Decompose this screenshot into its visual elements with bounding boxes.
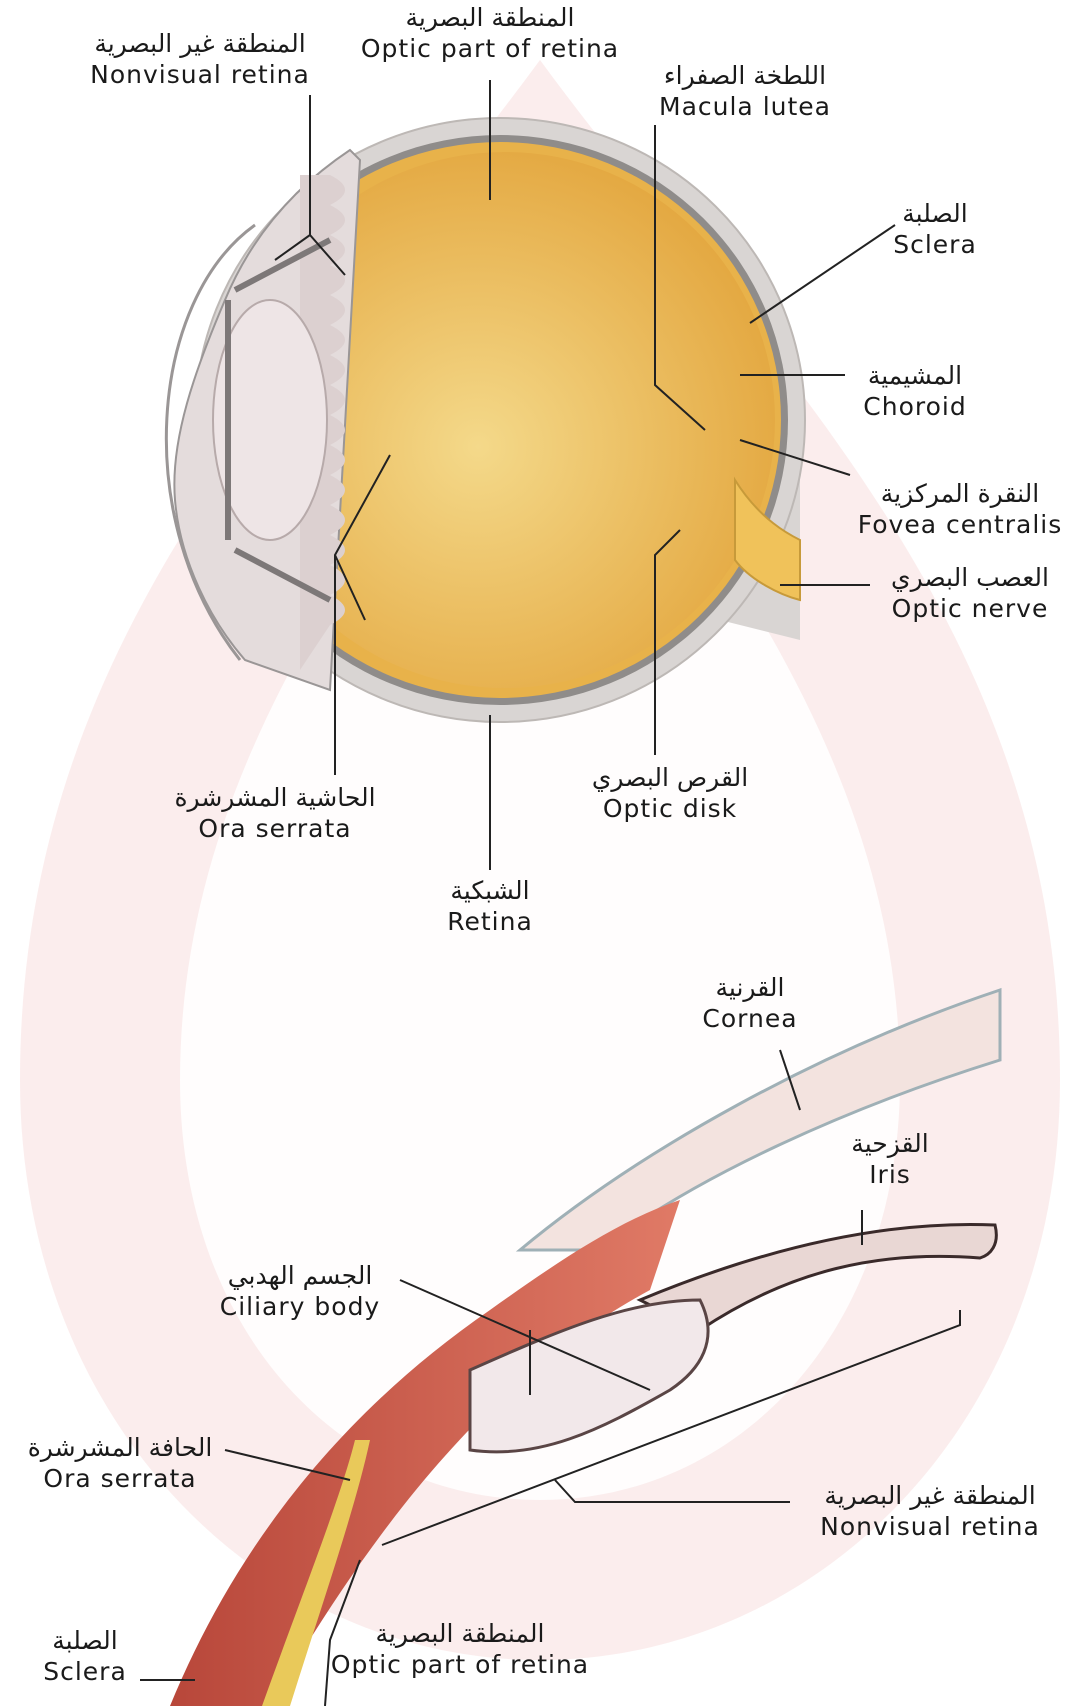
label-ora-top: الحاشية المشرشرة Ora serrata: [160, 782, 390, 845]
label-ar: المنطقة البصرية: [345, 2, 635, 33]
label-ar: الحافة المشرشرة: [5, 1432, 235, 1463]
label-en: Ora serrata: [5, 1463, 235, 1494]
eyeball: [166, 118, 805, 722]
label-sclera-top: الصلبة Sclera: [880, 198, 990, 261]
label-iris: القزحية Iris: [830, 1128, 950, 1191]
label-ar: العصب البصري: [880, 562, 1060, 593]
label-ar: اللطخة الصفراء: [640, 60, 850, 91]
label-ar: القرص البصري: [580, 762, 760, 793]
label-en: Optic disk: [580, 793, 760, 824]
label-en: Sclera: [30, 1656, 140, 1687]
label-en: Optic part of retina: [345, 33, 635, 64]
label-retina: الشبكية Retina: [410, 875, 570, 938]
label-ar: المشيمية: [850, 360, 980, 391]
label-en: Cornea: [680, 1003, 820, 1034]
label-cornea: القرنية Cornea: [680, 972, 820, 1035]
label-en: Sclera: [880, 229, 990, 260]
label-macula: اللطخة الصفراء Macula lutea: [640, 60, 850, 123]
label-ar: النقرة المركزية: [850, 478, 1070, 509]
label-nonvisual-bottom: المنطقة غير البصرية Nonvisual retina: [795, 1480, 1065, 1543]
label-en: Optic part of retina: [310, 1649, 610, 1680]
label-ar: المنطقة غير البصرية: [70, 28, 330, 59]
label-ar: الصلبة: [880, 198, 990, 229]
label-optic-nerve: العصب البصري Optic nerve: [880, 562, 1060, 625]
label-fovea: النقرة المركزية Fovea centralis: [850, 478, 1070, 541]
label-en: Ciliary body: [195, 1291, 405, 1322]
label-ciliary: الجسم الهدبي Ciliary body: [195, 1260, 405, 1323]
label-optic-part-bottom: المنطقة البصرية Optic part of retina: [310, 1618, 610, 1681]
label-ar: الجسم الهدبي: [195, 1260, 405, 1291]
label-en: Retina: [410, 906, 570, 937]
label-optic-disk: القرص البصري Optic disk: [580, 762, 760, 825]
label-en: Fovea centralis: [850, 509, 1070, 540]
label-ar: الصلبة: [30, 1625, 140, 1656]
label-ar: القزحية: [830, 1128, 950, 1159]
label-ar: الحاشية المشرشرة: [160, 782, 390, 813]
label-sclera-bottom: الصلبة Sclera: [30, 1625, 140, 1688]
label-en: Optic nerve: [880, 593, 1060, 624]
label-ar: القرنية: [680, 972, 820, 1003]
label-ar: الشبكية: [410, 875, 570, 906]
label-en: Nonvisual retina: [795, 1511, 1065, 1542]
label-ar: المنطقة غير البصرية: [795, 1480, 1065, 1511]
label-en: Macula lutea: [640, 91, 850, 122]
label-ora-bottom: الحافة المشرشرة Ora serrata: [5, 1432, 235, 1495]
label-choroid: المشيمية Choroid: [850, 360, 980, 423]
label-en: Choroid: [850, 391, 980, 422]
label-en: Nonvisual retina: [70, 59, 330, 90]
label-optic-part-top: المنطقة البصرية Optic part of retina: [345, 2, 635, 65]
label-en: Iris: [830, 1159, 950, 1190]
label-en: Ora serrata: [160, 813, 390, 844]
label-ar: المنطقة البصرية: [310, 1618, 610, 1649]
leader-sclera-top: [750, 225, 895, 323]
label-nonvisual-top: المنطقة غير البصرية Nonvisual retina: [70, 28, 330, 91]
